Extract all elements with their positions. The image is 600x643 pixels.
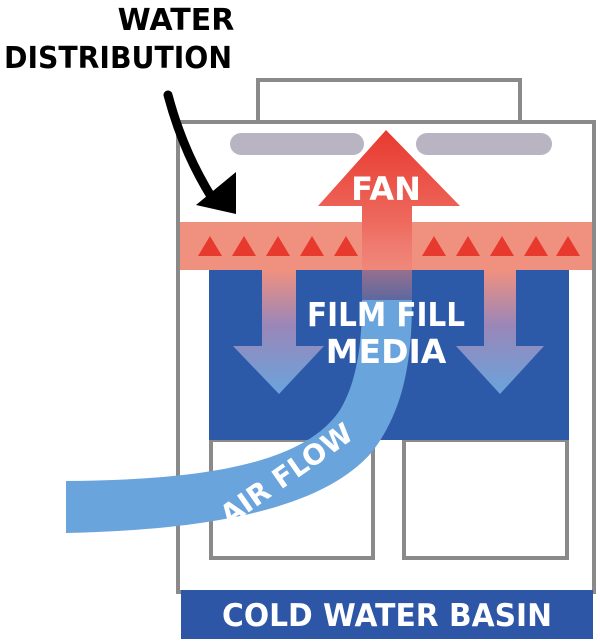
water-distribution-label-line2: DISTRIBUTION: [4, 41, 232, 76]
water-arrow-left: [233, 270, 324, 394]
film-fill-media-label-line2: MEDIA: [326, 332, 447, 371]
cold-water-basin-label: COLD WATER BASIN: [222, 598, 552, 634]
nozzles-right: [422, 236, 580, 256]
film-fill-media-label-line1: FILM FILL: [307, 295, 465, 334]
nozzles-left: [198, 236, 358, 256]
fan-housing: [256, 78, 522, 126]
fan-blade-right: [416, 133, 552, 155]
water-arrow-right: [456, 270, 544, 394]
fan-blade-left: [230, 133, 364, 155]
cold-water-basin: [181, 590, 593, 639]
air-inlet-panel-right: [402, 438, 569, 560]
water-distribution-label-line1: WATER: [118, 3, 235, 38]
fan-arrow: [318, 130, 460, 300]
fan-label: FAN: [351, 170, 421, 208]
water-distribution-pointer-arrow: [163, 90, 236, 214]
air-flow-band: [66, 300, 412, 533]
